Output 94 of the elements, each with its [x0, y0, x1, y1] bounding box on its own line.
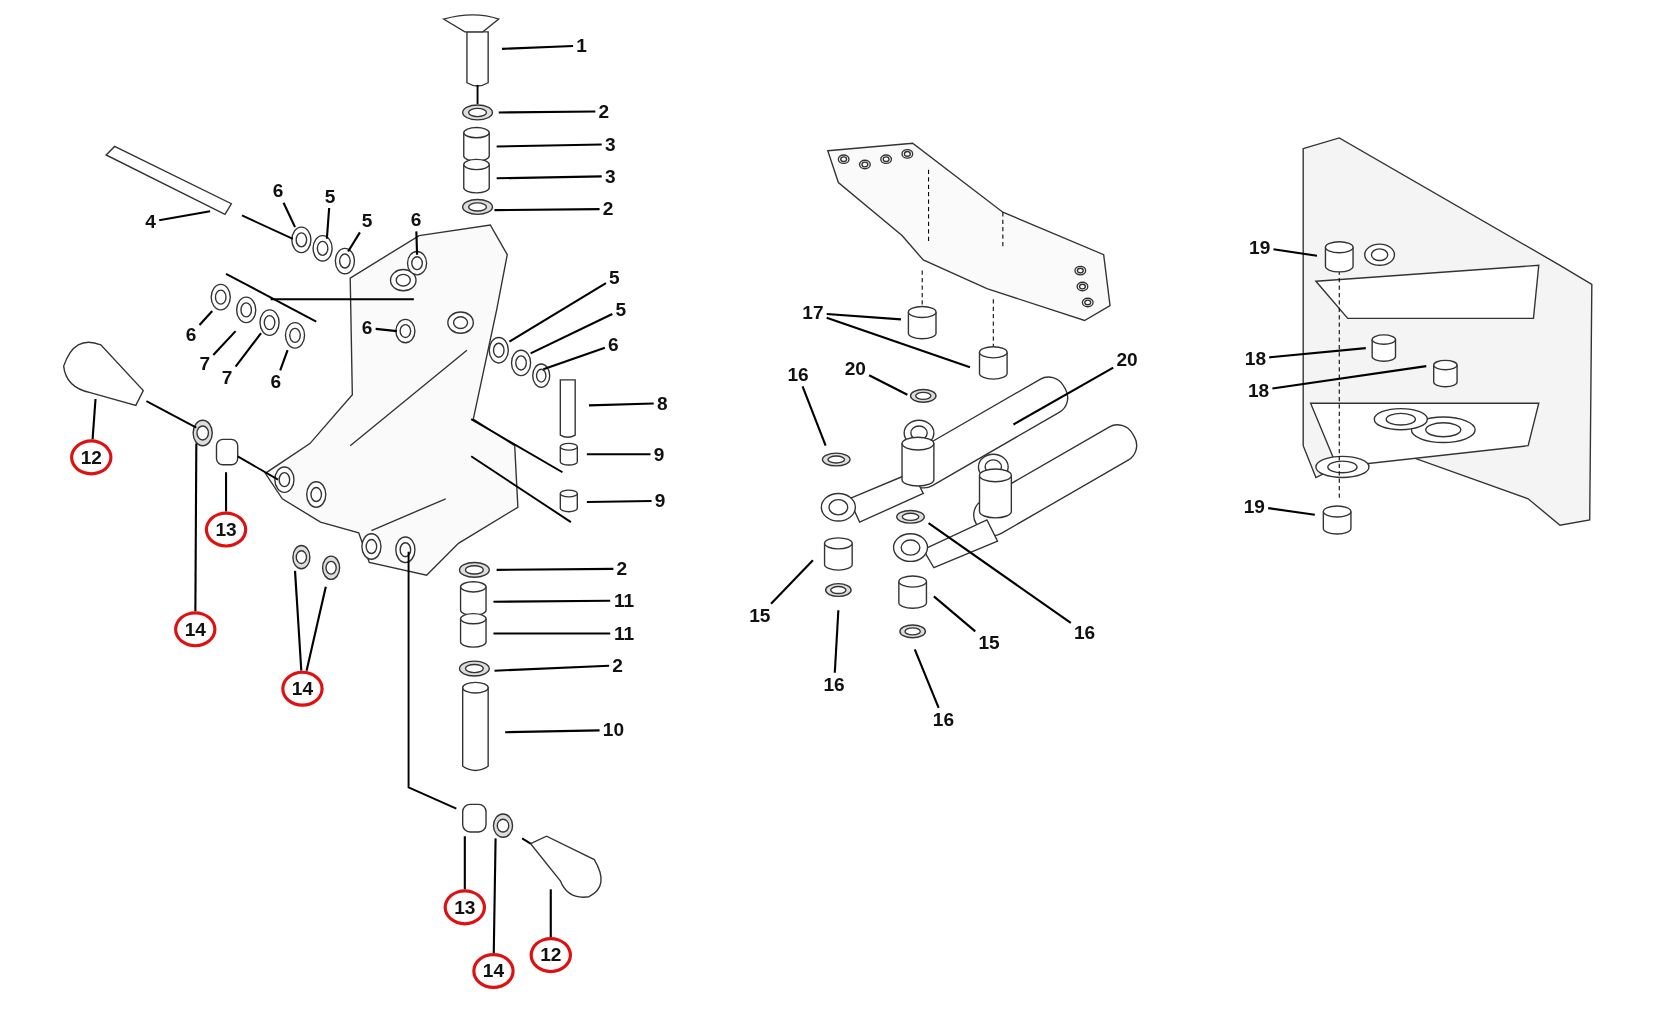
callout-number: 5 — [612, 298, 630, 322]
leader-line — [293, 570, 303, 671]
leader-line — [463, 836, 466, 890]
callout-number: 20 — [1113, 348, 1141, 372]
leader-line — [212, 330, 237, 356]
leader-line — [833, 610, 840, 673]
callout-number: 19 — [1240, 494, 1269, 518]
callout-number: 7 — [196, 352, 214, 376]
callout-number: 11 — [610, 589, 638, 613]
leader-line — [375, 327, 397, 333]
callout-number: 9 — [650, 442, 668, 466]
callout-number: 5 — [358, 209, 376, 233]
leader-line — [225, 472, 228, 512]
callout-number: 3 — [601, 164, 619, 188]
callout-number: 4 — [142, 210, 160, 234]
leader-line — [282, 202, 296, 228]
leader-line — [801, 385, 827, 447]
leader-line — [1269, 347, 1366, 359]
callout-number: 20 — [841, 356, 870, 380]
callout-number: 2 — [609, 653, 627, 678]
leader-line — [415, 231, 419, 255]
callout-number: 3 — [601, 132, 619, 156]
callout-number: 2 — [599, 197, 617, 221]
circled-callout-number: 13 — [443, 889, 487, 926]
leader-line — [586, 499, 652, 503]
callout-number: 15 — [746, 603, 774, 628]
circled-callout-number: 13 — [204, 511, 248, 548]
leader-line — [91, 398, 97, 440]
leader-line — [530, 313, 613, 355]
callout-number: 2 — [613, 557, 631, 581]
leader-line — [933, 595, 976, 633]
circled-callout-number: 12 — [70, 439, 113, 476]
callout-number: 7 — [218, 366, 236, 390]
leader-line — [913, 649, 940, 709]
leader-line — [498, 110, 596, 114]
callout-number: 6 — [182, 322, 200, 346]
callout-number: 15 — [975, 631, 1003, 655]
leader-line — [492, 838, 497, 953]
leader-line — [770, 559, 814, 605]
callout-number: 6 — [358, 316, 376, 340]
leader-line — [508, 282, 607, 343]
leader-line — [279, 349, 289, 371]
callout-number: 11 — [610, 621, 638, 646]
leader-line — [159, 210, 211, 222]
leader-line — [194, 443, 198, 612]
callout-number: 16 — [929, 707, 958, 732]
circled-callout-number: 14 — [472, 953, 515, 990]
leader-line — [549, 889, 552, 938]
callout-number: 9 — [651, 489, 669, 513]
leader-line — [1012, 366, 1114, 426]
leader-line — [494, 664, 610, 672]
leader-line — [305, 586, 327, 671]
callout-number: 18 — [1241, 347, 1270, 371]
leader-line — [496, 567, 614, 571]
callout-number: 16 — [820, 672, 848, 697]
callout-number: 6 — [267, 370, 285, 394]
leader-line — [505, 729, 600, 734]
callout-number: 17 — [799, 301, 827, 325]
leader-line — [826, 313, 902, 321]
leader-line — [494, 208, 600, 212]
leader-line — [325, 207, 331, 239]
leader-line — [586, 453, 651, 456]
callout-number: 19 — [1245, 235, 1274, 259]
leader-line — [234, 332, 262, 368]
callout-number: 5 — [321, 184, 339, 208]
callout-number: 1 — [573, 33, 591, 58]
callout-number: 10 — [599, 718, 628, 742]
leader-line — [496, 175, 602, 180]
leader-line — [826, 316, 971, 369]
leader-line — [501, 44, 574, 50]
leader-line — [543, 346, 606, 371]
callout-number: 16 — [1070, 620, 1099, 645]
leader-line — [347, 231, 361, 253]
leader-line — [493, 599, 611, 603]
callout-number: 18 — [1244, 378, 1273, 403]
circled-callout-number: 14 — [174, 611, 217, 648]
callout-number: 2 — [595, 99, 613, 124]
callout-number: 6 — [604, 333, 622, 357]
circled-callout-number: 14 — [281, 670, 324, 707]
leader-line — [1272, 365, 1427, 390]
leader-line — [927, 522, 1072, 624]
leader-line — [1268, 507, 1315, 516]
callout-number: 8 — [653, 391, 671, 415]
leader-line — [496, 143, 602, 148]
leader-line — [493, 632, 611, 635]
circled-callout-number: 12 — [529, 937, 572, 974]
leader-line — [588, 402, 654, 407]
callout-number: 6 — [269, 179, 287, 203]
callout-number: 6 — [407, 208, 425, 232]
callout-number: 5 — [605, 266, 623, 290]
leader-line — [1273, 248, 1318, 257]
leader-line — [198, 310, 214, 326]
leader-line — [868, 374, 908, 396]
callout-number: 16 — [784, 362, 812, 387]
